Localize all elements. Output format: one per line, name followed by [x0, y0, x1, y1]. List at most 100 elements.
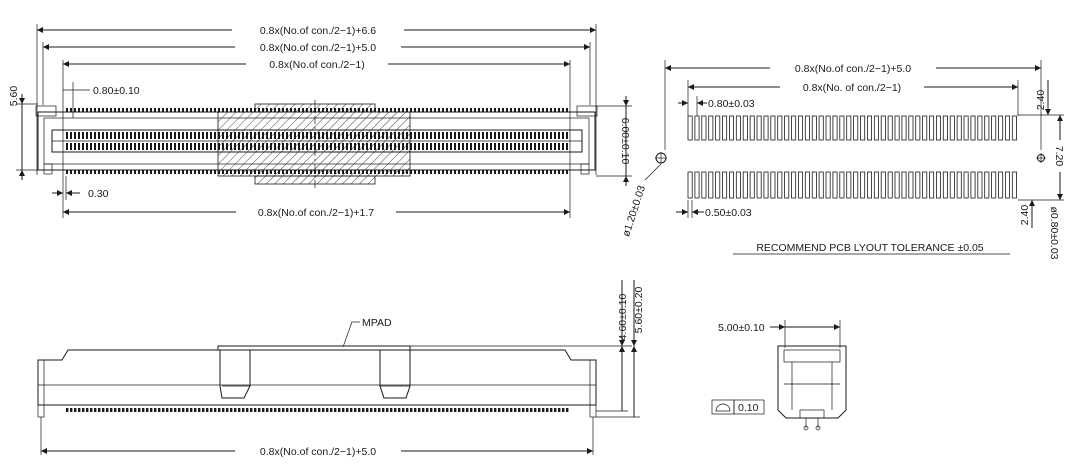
contact-lower	[70, 143, 72, 150]
top-pin	[554, 108, 556, 112]
top-pin	[470, 108, 472, 112]
top-pin	[238, 108, 240, 112]
pcb-pad	[887, 171, 893, 199]
side-pin	[302, 408, 305, 412]
contact-upper	[106, 132, 108, 139]
bottom-pin	[182, 170, 184, 174]
side-pin	[482, 408, 485, 412]
bottom-pin	[566, 170, 568, 174]
side-pin	[554, 408, 557, 412]
pcb-pad	[777, 171, 783, 199]
contact-upper	[534, 132, 536, 139]
pcb-pad	[791, 171, 797, 199]
contact-lower	[434, 143, 436, 150]
pcb-pad	[846, 115, 852, 141]
top-pin	[202, 108, 204, 112]
top-pin	[402, 108, 404, 112]
contact-upper	[154, 132, 156, 139]
contact-upper	[90, 132, 92, 139]
latch-left	[219, 349, 251, 399]
bottom-pin	[454, 170, 456, 174]
side-pin	[174, 408, 177, 412]
top-pin	[214, 108, 216, 112]
pcb-pad	[791, 115, 797, 141]
top-pin	[146, 108, 148, 112]
contact-lower	[490, 143, 492, 150]
bottom-pin	[458, 170, 460, 174]
side-pin	[130, 408, 133, 412]
side-pin	[126, 408, 129, 412]
pcb-pad	[1005, 171, 1011, 199]
bottom-pin	[174, 170, 176, 174]
bottom-pin	[434, 170, 436, 174]
top-pin	[246, 108, 248, 112]
bottom-pin	[162, 170, 164, 174]
pcb-dim-top-gap-label: 2.40	[1035, 90, 1047, 111]
contact-upper	[458, 132, 460, 139]
top-pin	[178, 108, 180, 112]
pcb-pad	[922, 171, 928, 199]
contact-upper	[546, 132, 548, 139]
side-dim-height-a-label: 4.60±0.10	[617, 294, 629, 341]
side-pin	[110, 408, 113, 412]
pcb-pad	[894, 171, 900, 199]
contact-upper	[178, 132, 180, 139]
bottom-pin	[142, 170, 144, 174]
top-pin	[494, 108, 496, 112]
contact-upper	[482, 132, 484, 139]
contact-lower	[130, 143, 132, 150]
contact-lower	[514, 143, 516, 150]
side-pin	[262, 408, 265, 412]
side-pin	[398, 408, 401, 412]
bottom-pin	[70, 170, 72, 174]
bottom-pin	[462, 170, 464, 174]
pcb-pad	[915, 171, 921, 199]
contact-upper	[122, 132, 124, 139]
pcb-pad	[867, 115, 873, 141]
pcb-pad	[729, 171, 735, 199]
side-pin	[270, 408, 273, 412]
bottom-pin	[430, 170, 432, 174]
pcb-pad	[998, 171, 1004, 199]
top-pin	[458, 108, 460, 112]
top-pin	[506, 108, 508, 112]
top-pin	[390, 108, 392, 112]
bottom-pin	[550, 170, 552, 174]
top-pin	[142, 108, 144, 112]
pcb-pad	[956, 115, 962, 141]
bottom-pin	[78, 170, 80, 174]
end-dim-width-label: 5.00±0.10	[718, 322, 765, 334]
side-pin	[538, 408, 541, 412]
bottom-pin	[490, 170, 492, 174]
contact-lower	[110, 143, 112, 150]
contact-lower	[430, 143, 432, 150]
side-dim-bottom-label: 0.8x(No.of con./2−1)+5.0	[260, 446, 376, 458]
bottom-pin	[546, 170, 548, 174]
top-pin	[434, 108, 436, 112]
contact-lower	[142, 143, 144, 150]
side-pin	[462, 408, 465, 412]
bottom-pin	[194, 170, 196, 174]
top-pin	[82, 108, 84, 112]
side-pin	[438, 408, 441, 412]
side-pin	[190, 408, 193, 412]
contact-upper	[566, 132, 568, 139]
top-pin	[190, 108, 192, 112]
top-pin	[118, 108, 120, 112]
contact-lower	[546, 143, 548, 150]
top-pin	[538, 108, 540, 112]
contact-lower	[126, 143, 128, 150]
side-view-pin-row	[66, 408, 569, 412]
contact-upper	[526, 132, 528, 139]
contact-upper	[446, 132, 448, 139]
contact-upper	[462, 132, 464, 139]
contact-lower	[534, 143, 536, 150]
top-pin	[186, 108, 188, 112]
contact-lower	[198, 143, 200, 150]
side-pin	[118, 408, 121, 412]
contact-lower	[170, 143, 172, 150]
bottom-pin	[66, 170, 68, 174]
bottom-pin	[102, 170, 104, 174]
top-pin	[546, 108, 548, 112]
side-pin	[74, 408, 77, 412]
